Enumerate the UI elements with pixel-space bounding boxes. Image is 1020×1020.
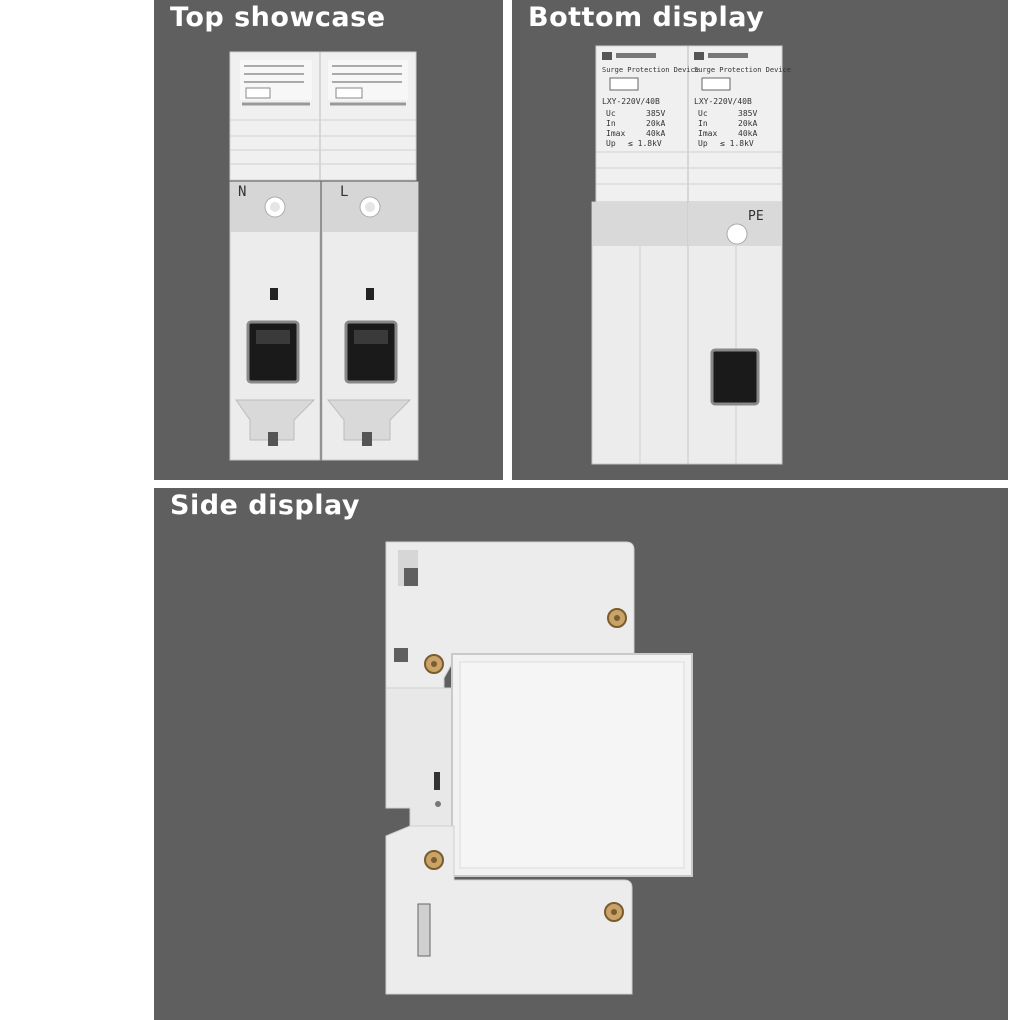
top-showcase-panel: Top showcase bbox=[154, 0, 503, 480]
bottom-display-panel: Bottom display Surge Protection Device L… bbox=[512, 0, 1008, 480]
bottom-display-title: Bottom display bbox=[528, 2, 765, 33]
top-module-l bbox=[321, 181, 419, 461]
bottom-device-illustration: Surge Protection Device LXY-220V/40B Uc … bbox=[591, 45, 791, 465]
top-showcase-title: Top showcase bbox=[170, 2, 386, 33]
left-spec-uc-key: Uc bbox=[606, 109, 616, 118]
terminal-l-label: L bbox=[340, 184, 348, 200]
left-spec-up-key: Up bbox=[606, 139, 616, 148]
side-device-illustration bbox=[385, 541, 693, 995]
right-label-model: LXY-220V/40B bbox=[694, 97, 752, 106]
right-spec-up-val: ≤ 1.8kV bbox=[720, 139, 754, 148]
bottom-right-label: Surge Protection Device LXY-220V/40B Uc … bbox=[694, 52, 791, 148]
right-spec-uc-key: Uc bbox=[698, 109, 708, 118]
left-label-header: Surge Protection Device bbox=[602, 66, 699, 74]
left-spec-in-key: In bbox=[606, 119, 616, 128]
terminal-pe-label: PE bbox=[748, 209, 764, 224]
rivet-icon bbox=[424, 654, 444, 674]
right-spec-up-key: Up bbox=[698, 139, 708, 148]
left-spec-uc-val: 385V bbox=[646, 109, 665, 118]
rivet-icon bbox=[607, 608, 627, 628]
left-spec-imax-key: Imax bbox=[606, 129, 625, 138]
terminal-n-label: N bbox=[238, 184, 246, 200]
right-spec-in-val: 20kA bbox=[738, 119, 757, 128]
bottom-module-left bbox=[591, 201, 689, 465]
right-spec-imax-key: Imax bbox=[698, 129, 717, 138]
left-spec-up-val: ≤ 1.8kV bbox=[628, 139, 662, 148]
side-display-panel: Side display bbox=[154, 488, 1008, 1020]
rivet-icon bbox=[604, 902, 624, 922]
right-spec-in-key: In bbox=[698, 119, 708, 128]
right-spec-imax-val: 40kA bbox=[738, 129, 757, 138]
rivet-icon bbox=[424, 850, 444, 870]
top-left-label bbox=[240, 60, 312, 106]
top-device-illustration: N L bbox=[229, 51, 419, 461]
top-module-n bbox=[229, 181, 321, 461]
bottom-left-label: Surge Protection Device LXY-220V/40B Uc … bbox=[602, 52, 699, 148]
left-spec-in-val: 20kA bbox=[646, 119, 665, 128]
right-spec-uc-val: 385V bbox=[738, 109, 757, 118]
top-right-label bbox=[328, 60, 408, 106]
left-spec-imax-val: 40kA bbox=[646, 129, 665, 138]
side-display-title: Side display bbox=[170, 490, 360, 521]
bottom-module-right bbox=[687, 201, 783, 465]
left-label-model: LXY-220V/40B bbox=[602, 97, 660, 106]
right-label-header: Surge Protection Device bbox=[694, 66, 791, 74]
